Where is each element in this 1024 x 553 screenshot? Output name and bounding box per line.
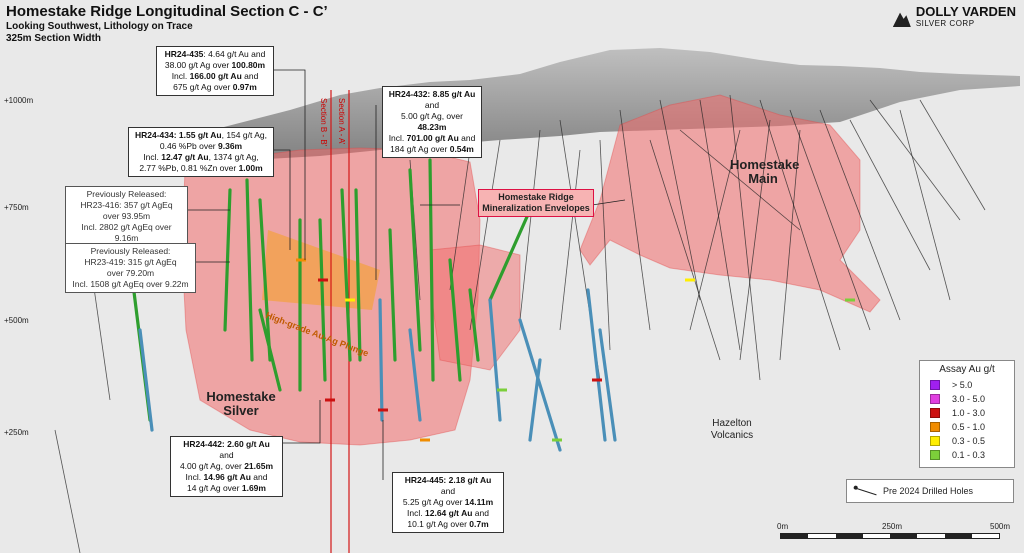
legend-label: 0.5 - 1.0 [952,422,986,432]
envelope-label: Homestake Ridge Mineralization Envelopes [478,189,594,217]
drill-holes-blue [138,288,617,452]
elevation-label: +1000m [4,96,34,105]
legend-swatch [930,422,940,432]
terrain-surface [150,48,1020,160]
callout-hr24-442: HR24-442: 2.60 g/t Au and 4.00 g/t Ag, o… [170,436,283,497]
section-a-label: Section A - A’ [337,98,346,145]
legend-swatch [930,436,940,446]
elevation-label: +750m [4,203,29,212]
legend-item: 3.0 - 5.0 [920,392,1014,406]
legend-label: > 5.0 [952,380,973,390]
homestake-silver-label: Homestake Silver [206,389,276,418]
section-b-label: Section B - B’ [319,98,328,147]
elevation-label: +500m [4,316,29,325]
drill-hole-icon [855,487,877,495]
assay-legend: Assay Au g/t > 5.0 3.0 - 5.0 1.0 - 3.0 0.5 … [919,360,1015,468]
legend-swatch [930,408,940,418]
callout-hr23-419: Previously Released: HR23-419: 315 g/t A… [65,243,196,293]
envelope-main [579,94,881,313]
legend-swatch [930,380,940,390]
mountain-icon [892,12,911,27]
scale-label: 500m [990,522,1011,531]
pre-holes-legend: Pre 2024 Drilled Holes [846,479,1014,503]
callout-hr24-435: HR24-435: 4.64 g/t Au and 38.00 g/t Ag o… [156,46,274,96]
scale-bar: 0m 250m 500m [777,522,1011,542]
callout-hr23-416: Previously Released: HR23-416: 357 g/t A… [65,186,188,247]
subtitle-width: 325m Section Width [6,33,101,44]
legend-label: 1.0 - 3.0 [952,408,986,418]
legend-title: Assay Au g/t [939,364,995,375]
scale-label: 250m [882,522,903,531]
legend-item: 0.5 - 1.0 [920,420,1014,434]
assay-ticks [296,258,855,442]
callout-hr24-445: HR24-445: 2.18 g/t Au and 5.25 g/t Ag ov… [392,472,504,533]
callout-hr24-434: HR24-434: 1.55 g/t Au, 154 g/t Ag, 0.46 … [128,127,274,177]
legend-swatch [930,394,940,404]
leader-lines [188,69,626,480]
legend-item: > 5.0 [920,378,1014,392]
hazelton-label: Hazelton Volcanics [710,418,754,441]
legend-item: 0.3 - 0.5 [920,434,1014,448]
callout-hr24-432: HR24-432: 8.85 g/t Au and 5.00 g/t Ag, o… [382,86,482,158]
legend-label: 3.0 - 5.0 [952,394,986,404]
page-title: Homestake Ridge Longitudinal Section C -… [6,3,328,20]
logo-tagline: SILVER CORP [915,19,975,28]
scale-label: 0m [777,522,789,531]
company-logo: DOLLY VARDEN SILVER CORP [892,4,1016,30]
legend-swatch [930,450,940,460]
legend-item: 1.0 - 3.0 [920,406,1014,420]
elevation-label: +250m [4,428,29,437]
legend-label: 0.3 - 0.5 [952,436,986,446]
legend-label: 0.1 - 0.3 [952,450,986,460]
subtitle-view: Looking Southwest, Lithology on Trace [6,21,193,32]
pre-holes-label: Pre 2024 Drilled Holes [883,486,974,496]
logo-name: DOLLY VARDEN [915,4,1016,19]
legend-item: 0.1 - 0.3 [920,448,1014,462]
homestake-main-label: Homestake Main [730,157,800,186]
